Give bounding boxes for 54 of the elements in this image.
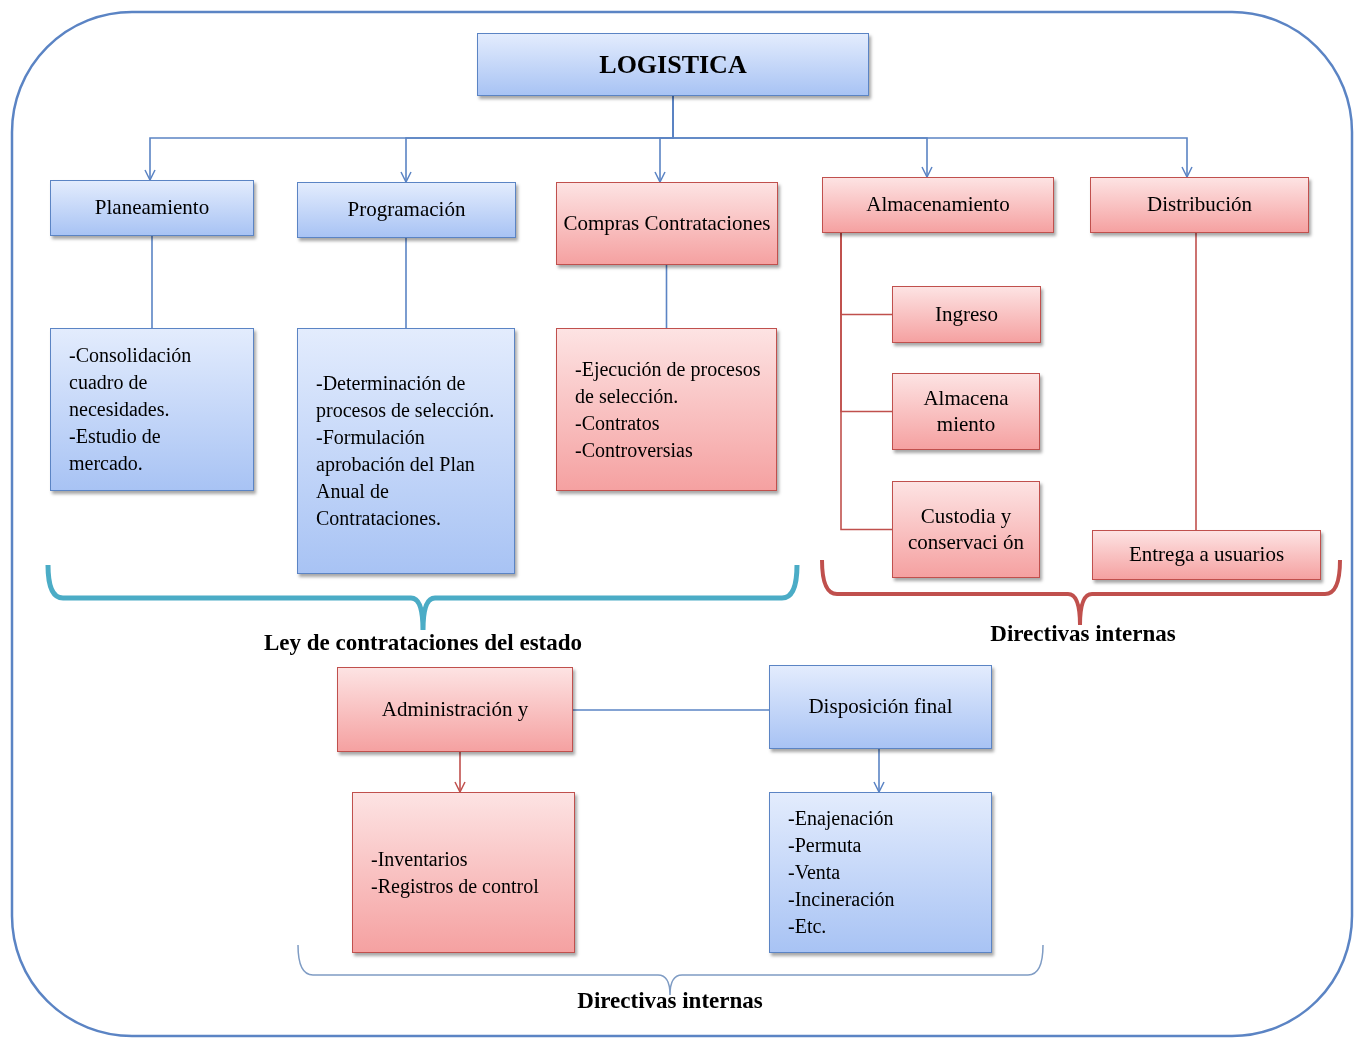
list-box	[769, 792, 992, 953]
list-item: -Inventarios	[371, 846, 469, 872]
box-label: Custodia y conservaci ón	[906, 504, 1025, 555]
list-item: -Formulación aprobación del Plan Anual de Contrataciones.	[316, 425, 476, 531]
connector-line	[1195, 232, 1197, 531]
box-label: Almacena miento	[922, 386, 1010, 437]
list-item: -Permuta	[788, 833, 863, 858]
process-box	[822, 177, 1054, 233]
box-label: Entrega a usuarios	[1127, 542, 1286, 568]
connector-line	[840, 232, 893, 531]
box-label: Disposición final	[807, 694, 954, 720]
list-item: -Registros de control	[371, 873, 540, 900]
process-box	[477, 33, 869, 96]
arrow	[454, 751, 466, 793]
box-label: Almacenamiento	[865, 192, 1011, 218]
list-box	[352, 792, 575, 953]
list-item: -Enajenación	[788, 806, 895, 832]
box-label: Administración y	[380, 696, 530, 723]
process-box	[50, 180, 254, 236]
list-item: -Consolidación cuadro de necesidades.	[69, 343, 193, 422]
list-item: -Determinación de procesos de selección.	[316, 371, 496, 424]
process-box	[892, 286, 1041, 343]
process-box	[1090, 177, 1309, 233]
list-box	[556, 328, 777, 491]
process-box	[892, 481, 1040, 578]
arrow	[873, 748, 885, 793]
box-label: Compras Contrataciones	[562, 210, 772, 237]
bracket-label: Directivas internas	[577, 988, 763, 1014]
connector-line	[572, 709, 770, 711]
box-label: Distribución	[1146, 192, 1253, 218]
list-box	[50, 328, 254, 491]
list-item: -Estudio de mercado.	[69, 424, 162, 476]
list-item: -Etc.	[788, 914, 828, 939]
process-box	[556, 182, 778, 265]
process-box	[892, 373, 1040, 450]
connector-line	[405, 237, 407, 329]
process-box	[297, 182, 516, 238]
process-box	[769, 665, 992, 749]
list-item: -Contratos	[575, 410, 661, 436]
list-item: -Ejecución de procesos de selección.	[575, 356, 762, 409]
box-label: Programación	[346, 197, 467, 223]
list-item: -Venta	[788, 860, 842, 885]
process-box	[1092, 530, 1321, 580]
box-label: Ingreso	[934, 301, 999, 328]
box-label: Planeamiento	[93, 195, 211, 221]
bracket-label: Ley de contrataciones del estado	[263, 630, 583, 656]
list-box	[297, 328, 515, 574]
bracket-label: Directivas internas	[990, 621, 1176, 647]
list-item: -Controversias	[575, 437, 694, 463]
connector-line	[665, 264, 668, 329]
title-text: LOGISTICA	[598, 48, 748, 81]
connector-line	[151, 235, 153, 329]
process-box	[337, 667, 573, 752]
list-item: -Incineración	[788, 887, 896, 912]
